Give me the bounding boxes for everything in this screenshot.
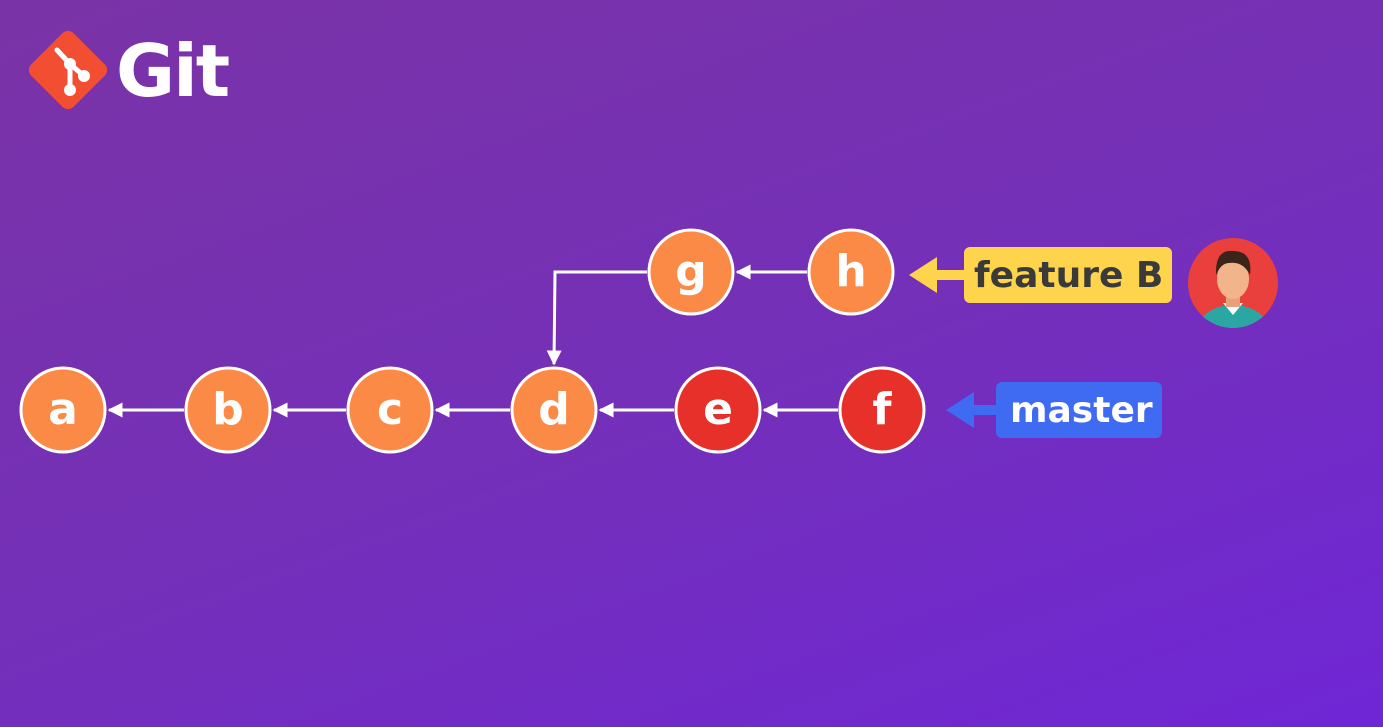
commit-label-b: b <box>212 384 244 435</box>
commit-node-d[interactable]: d <box>510 366 598 454</box>
branch-tag-background <box>996 382 1162 438</box>
commit-circle-e <box>674 366 762 454</box>
branch-pointer-arrow-icon <box>909 257 937 293</box>
branch-tag-feature-b[interactable]: feature B <box>909 247 1172 303</box>
branch-tag-label: feature B <box>974 255 1163 296</box>
branch-tags: feature B master <box>909 238 1278 438</box>
commit-node-h[interactable]: h <box>807 228 895 316</box>
commit-label-h: h <box>835 246 866 297</box>
commit-node-g[interactable]: g <box>647 228 735 316</box>
developer-avatar-icon <box>1188 238 1278 328</box>
commit-label-g: g <box>675 246 707 297</box>
commit-label-c: c <box>377 384 403 435</box>
commit-label-e: e <box>703 384 733 435</box>
commit-circle-b <box>184 366 272 454</box>
commit-label-f: f <box>872 384 892 435</box>
commit-node-a[interactable]: a <box>19 366 107 454</box>
edge-g-to-d <box>546 270 647 366</box>
commit-node-b[interactable]: b <box>184 366 272 454</box>
commit-circle-f <box>838 366 926 454</box>
commit-circle-h <box>807 228 895 316</box>
commit-edges <box>107 264 838 418</box>
git-logo-text: Git <box>116 29 230 113</box>
commit-circle-a <box>19 366 107 454</box>
branch-tag-master[interactable]: master <box>946 382 1162 438</box>
commit-circle-c <box>346 366 434 454</box>
commit-node-e[interactable]: e <box>674 366 762 454</box>
commit-node-c[interactable]: c <box>346 366 434 454</box>
commit-circle-g <box>647 228 735 316</box>
commit-label-d: d <box>538 384 570 435</box>
commit-label-a: a <box>48 384 78 435</box>
branch-tag-label: master <box>1010 390 1153 431</box>
git-logo: Git <box>26 28 246 112</box>
branch-pointer-arrow-icon <box>946 392 974 428</box>
commit-node-f[interactable]: f <box>838 366 926 454</box>
commit-circle-d <box>510 366 598 454</box>
git-logo-icon <box>28 30 108 110</box>
commit-nodes: a b c d e f g h <box>19 228 926 454</box>
branch-tag-background <box>964 247 1172 303</box>
